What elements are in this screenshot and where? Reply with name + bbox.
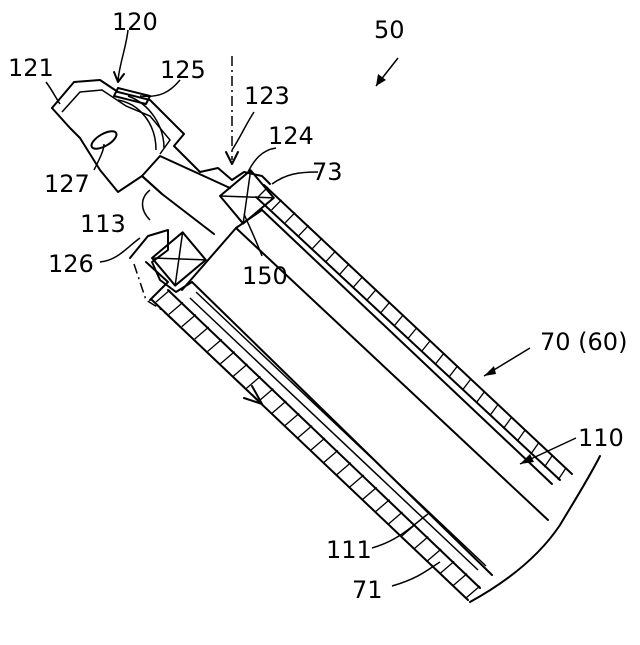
label-121: 121	[8, 54, 54, 82]
bearing-lower	[152, 232, 206, 285]
hatch-line	[285, 413, 299, 425]
housing-outer-top-edge	[264, 185, 572, 474]
hatch-line	[463, 379, 472, 390]
hatch-line	[313, 238, 323, 248]
hatch-line	[476, 391, 485, 402]
hatch-line	[427, 549, 441, 561]
hatch-line	[182, 315, 196, 327]
label-120: 120	[112, 8, 158, 36]
cap-rim-curve-a	[118, 100, 156, 150]
label-127: 127	[44, 170, 90, 198]
leader-124	[248, 148, 276, 172]
label-124: 124	[268, 122, 314, 150]
leader-120	[118, 30, 128, 80]
label-73: 73	[312, 158, 343, 186]
label-50: 50	[374, 16, 405, 44]
break-line	[470, 456, 600, 602]
hatch-line	[169, 302, 183, 314]
label-110: 110	[578, 424, 624, 452]
hatch-line	[449, 366, 458, 377]
hatch-line	[466, 586, 480, 598]
leader-70-arrow	[484, 366, 496, 376]
leader-123	[232, 112, 254, 150]
leader-150	[244, 214, 262, 256]
hatch-line	[435, 353, 444, 364]
hatch-line	[558, 468, 566, 480]
hatch-line	[394, 315, 403, 326]
hatch-line	[299, 225, 309, 235]
housing-tube	[152, 185, 600, 602]
hatch-line	[326, 251, 336, 261]
leader-126	[100, 238, 140, 262]
hatch-line	[363, 487, 377, 499]
hatch-line	[259, 389, 273, 401]
label-71: 71	[352, 576, 383, 604]
hatch-line	[337, 463, 351, 475]
housing-bottom-hatching	[156, 290, 480, 598]
hatch-line	[531, 442, 539, 454]
label-150: 150	[242, 262, 288, 290]
housing-top-hatching	[258, 187, 566, 480]
hatch-line	[389, 512, 403, 524]
hatch-line	[517, 430, 525, 442]
hatch-line	[453, 574, 467, 586]
hatch-line	[408, 328, 417, 339]
hatch-line	[440, 561, 454, 573]
hatch-line	[353, 276, 362, 287]
hatch-line	[208, 339, 222, 351]
hatch-line	[272, 401, 286, 413]
arrow-50	[376, 58, 398, 86]
hatch-line	[490, 404, 498, 416]
hatch-line	[324, 450, 338, 462]
end-cap-inner-contour	[62, 90, 170, 154]
bearing-upper	[220, 170, 274, 223]
label-70: 70 (60)	[540, 328, 627, 356]
hatch-line	[422, 340, 431, 351]
label-113: 113	[80, 210, 126, 238]
inner-cylinder-top	[262, 210, 552, 484]
hatch-line	[367, 289, 376, 300]
hatch-line	[414, 537, 428, 549]
leader-113	[143, 190, 151, 220]
hatch-line	[376, 500, 390, 512]
hatch-line	[311, 438, 325, 450]
hatch-line	[221, 352, 235, 364]
hatch-line	[503, 417, 511, 429]
hatch-line	[272, 200, 282, 210]
hatch-line	[234, 364, 248, 376]
hatch-line	[285, 213, 295, 223]
strip-111-line-b	[196, 292, 486, 566]
hatch-line	[381, 302, 390, 313]
leader-121	[46, 82, 60, 104]
label-111: 111	[326, 536, 372, 564]
hatch-line	[544, 455, 552, 467]
hatch-line	[298, 426, 312, 438]
shaft-bottom	[142, 176, 214, 234]
label-125: 125	[160, 56, 206, 84]
hatch-line	[340, 264, 349, 275]
shaft-top	[142, 156, 230, 188]
label-123: 123	[244, 82, 290, 110]
strip-111-line-a	[190, 298, 478, 570]
hatch-line	[350, 475, 364, 487]
hatch-line	[195, 327, 209, 339]
label-126: 126	[48, 250, 94, 278]
